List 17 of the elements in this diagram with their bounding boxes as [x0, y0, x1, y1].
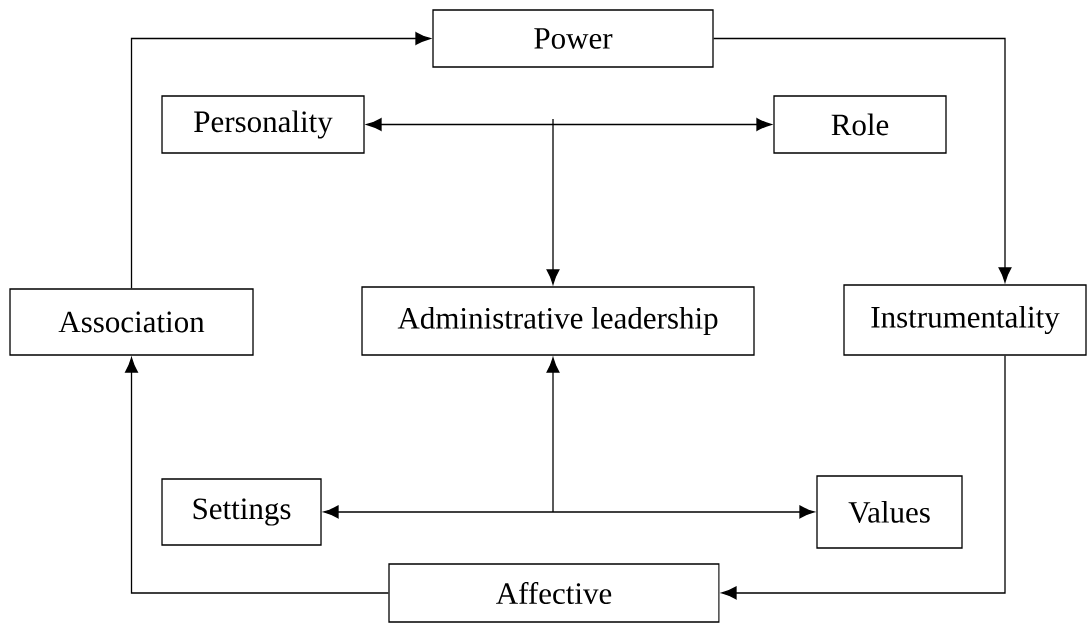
arrow [125, 357, 389, 594]
process-box: Values [816, 475, 963, 549]
process-box: Administrative leadership [361, 286, 755, 356]
arrow [546, 118, 560, 285]
arrow [323, 505, 815, 519]
arrow [721, 355, 1006, 600]
arrow [713, 37, 1012, 283]
arrow [366, 118, 772, 131]
arrow [130, 32, 431, 289]
process-box: Personality [161, 95, 365, 154]
process-box: Settings [161, 478, 322, 546]
arrow [546, 357, 560, 513]
process-box: Power [432, 9, 714, 68]
process-box: Association [9, 288, 254, 356]
process-box: Affective [388, 563, 720, 623]
process-box: Role [773, 95, 947, 154]
process-box: Instrumentality [843, 284, 1087, 356]
